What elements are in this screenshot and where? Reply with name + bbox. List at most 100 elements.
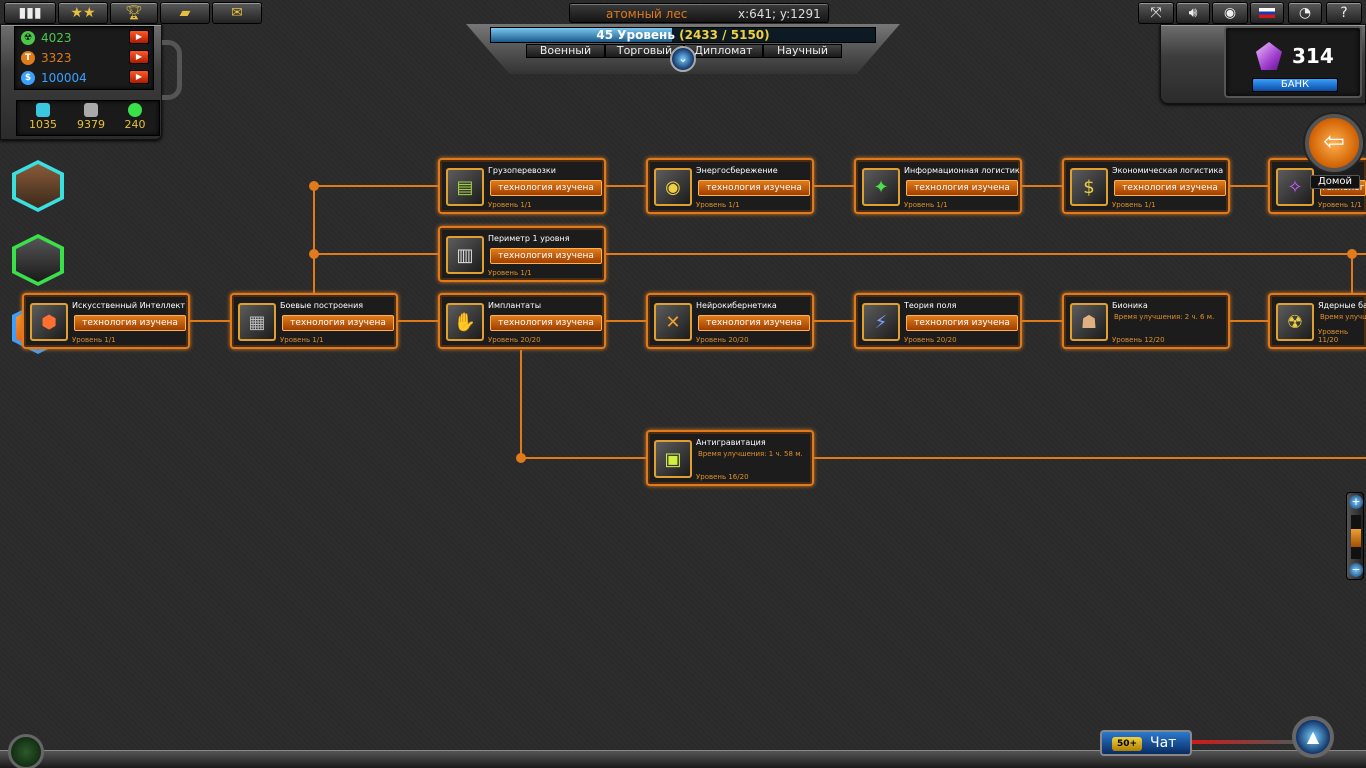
neurocybernetics-icon: ✕ [654,303,692,341]
tech-status: технология изучена [698,180,810,196]
tech-field-theory[interactable]: ⚡ Теория поля технология изучена Уровень… [854,293,1022,349]
level-progress: (2433 / 5150) [679,28,770,42]
tech-name: Периметр 1 уровня [488,234,570,243]
tab-diplomat[interactable]: Дипломат [684,44,763,58]
tech-name: Информационная логистика [904,166,1020,175]
add-credits-button[interactable]: ▶ [129,70,149,84]
ticket-icon[interactable]: ▰ [160,2,210,24]
tech-level: Уровень 1/1 [1318,201,1362,209]
info-logistics-icon: ✦ [862,168,900,206]
junction-dot [309,181,319,191]
fullscreen-icon[interactable]: ⤧ [1138,2,1174,24]
armor-value: 9379 [77,118,105,131]
tech-nuclear-batteries[interactable]: ☢ Ядерные бата Время улучшения Уровень 1… [1268,293,1366,349]
tech-name: Энергосбережение [696,166,778,175]
titanium-value: 3323 [41,51,72,65]
stat-armor: 9379 [71,103,111,131]
tech-level: Уровень 1/1 [488,201,532,209]
tech-name: Антигравитация [696,438,766,447]
level-dropdown-icon[interactable]: ⌄ [670,46,696,72]
tech-name: Боевые построения [280,301,364,310]
tech-level: Уровень 1/1 [280,336,324,344]
tech-name: Нейрокибернетика [696,301,777,310]
stats-panel: 1035 9379 240 [16,100,160,136]
uranium-icon: ☢ [21,31,35,45]
tech-name: Искусственный Интеллект [72,301,185,310]
tech-status: технология изучена [906,315,1018,331]
stars-icon[interactable]: ★★ [58,2,108,24]
zoom-in-icon[interactable]: + [1349,495,1363,509]
cable-decoration [1192,740,1294,744]
location-bar: атомный лес x:641; y:1291 [569,3,829,23]
tech-perimeter[interactable]: ▥ Периметр 1 уровня технология изучена У… [438,226,606,282]
tech-name: Теория поля [904,301,957,310]
tech-energosberezhenie[interactable]: ◉ Энергосбережение технология изучена Ур… [646,158,814,214]
chat-button[interactable]: 50+ Чат [1100,730,1192,756]
tech-name: Ядерные бата [1318,301,1366,310]
tech-economic-logistics[interactable]: $ Экономическая логистика технология изу… [1062,158,1230,214]
tech-status: технология изучена [698,315,810,331]
stat-energy: 240 [115,103,155,131]
base-hex-button[interactable] [12,160,64,212]
perimeter-icon: ▥ [446,236,484,274]
tech-status: технология изучена [282,315,394,331]
tech-artificial-intelligence[interactable]: ⬢ Искусственный Интеллект технология изу… [22,293,190,349]
stat-population: 1035 [23,103,63,131]
titanium-icon: T [21,51,35,65]
energy-value: 240 [124,118,146,131]
tech-level: Уровень 1/1 [488,269,532,277]
resource-titanium: T 3323 ▶ [19,49,151,67]
add-uranium-button[interactable]: ▶ [129,30,149,44]
resource-credits: $ 100004 ▶ [19,69,151,87]
tech-level: Уровень 1/1 [1112,201,1156,209]
tech-level: Уровень 20/20 [488,336,541,344]
tech-battle-formations[interactable]: ▦ Боевые построения технология изучена У… [230,293,398,349]
tab-science[interactable]: Научный [763,44,842,58]
flag-icon[interactable] [1250,2,1284,24]
home-label[interactable]: Домой [1310,175,1360,189]
credits-value: 100004 [41,71,87,85]
nuclear-icon: ☢ [1276,303,1314,341]
trophy-icon[interactable]: 🏆︎ [110,2,158,24]
tech-info-logistics[interactable]: ✦ Информационная логистика технология из… [854,158,1022,214]
add-titanium-button[interactable]: ▶ [129,50,149,64]
signal-icon[interactable]: ◔ [1288,2,1322,24]
sound-icon[interactable]: 🔊︎ [1176,2,1210,24]
mail-icon[interactable]: ✉ [212,2,262,24]
chat-label: Чат [1150,735,1177,751]
tech-implants[interactable]: ✋ Имплантаты технология изучена Уровень … [438,293,606,349]
tech-upgrade-timer: Время улучшения: 1 ч. 58 м. [698,450,803,458]
back-arrow-icon: ⇦ [1323,127,1345,157]
economic-logistics-icon: $ [1070,168,1108,206]
zoom-slider[interactable]: + − [1346,492,1364,580]
home-button[interactable]: ⇦ [1305,114,1363,172]
film-icon[interactable]: ▮▮▮ [4,2,56,24]
bank-panel: 314 БАНК [1224,26,1362,98]
tab-military[interactable]: Военный [526,44,605,58]
tech-status: технология изучена [490,315,602,331]
chat-badge: 50+ [1112,737,1142,751]
zoom-thumb[interactable] [1351,529,1361,547]
eye-icon[interactable]: ◉ [1212,2,1248,24]
tech-gruzoperevozki[interactable]: ▤ Грузоперевозки технология изучена Уров… [438,158,606,214]
tech-neurocybernetics[interactable]: ✕ Нейрокибернетика технология изучена Ур… [646,293,814,349]
crystal-amount: 314 [1292,44,1334,68]
help-icon[interactable]: ? [1326,2,1362,24]
tech-antigravity[interactable]: ▣ Антигравитация Время улучшения: 1 ч. 5… [646,430,814,486]
scroll-up-button[interactable]: ▲ [1292,716,1334,758]
tech-name: Грузоперевозки [488,166,556,175]
tech-level: Уровень 16/20 [696,473,749,481]
junction-dot [516,453,526,463]
tech-status: технология изучена [906,180,1018,196]
coordinates: x:641; y:1291 [738,7,821,21]
level-bar: 45 Уровень (2433 / 5150) [490,27,876,43]
tech-name: Имплантаты [488,301,542,310]
zoom-out-icon[interactable]: − [1349,563,1363,577]
bottom-bar [0,750,1366,768]
tech-level: Уровень 12/20 [1112,336,1165,344]
tab-trade[interactable]: Торговый [605,44,684,58]
bank-button[interactable]: БАНК [1252,78,1338,92]
tech-bionics[interactable]: ☗ Бионика Время улучшения: 2 ч. 6 м. Уро… [1062,293,1230,349]
level-text: 45 Уровень (2433 / 5150) [491,28,875,42]
